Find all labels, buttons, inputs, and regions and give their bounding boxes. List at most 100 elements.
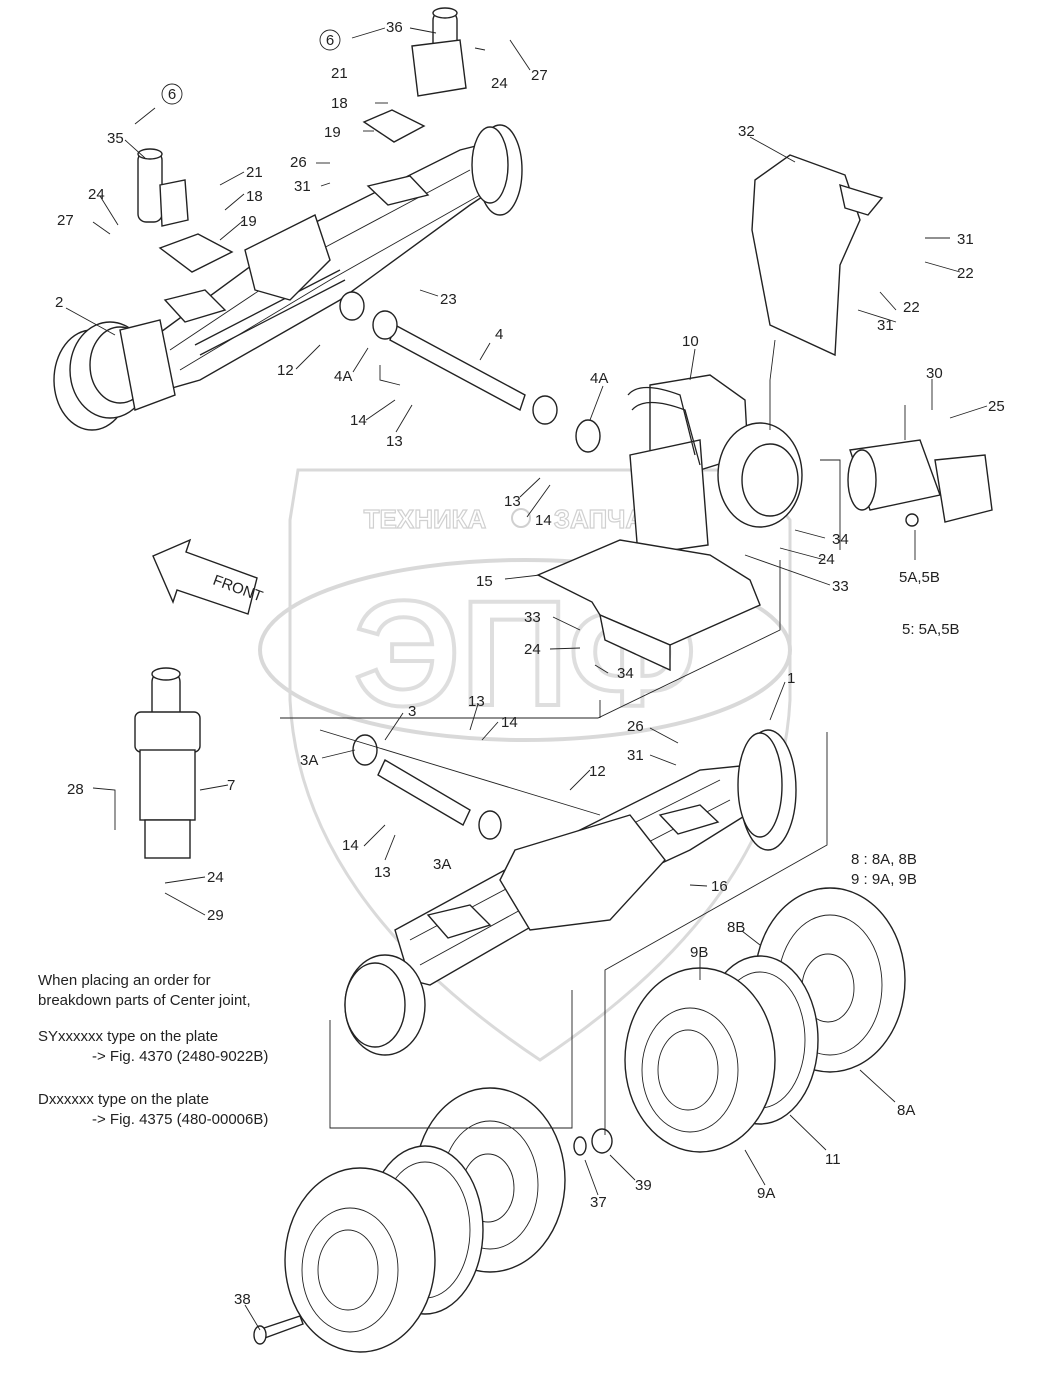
front-axle-assembly: [53, 124, 523, 431]
plate-19-left: [158, 233, 234, 273]
label-26-top: 26: [290, 154, 307, 171]
label-3: 3: [408, 703, 416, 720]
callout-6-left: 6: [161, 83, 183, 105]
steering-cylinder-35: [137, 148, 189, 227]
label-24-right: 24: [818, 551, 835, 568]
label-11: 11: [825, 1151, 841, 1168]
leader-lines: [65, 27, 988, 1331]
label-24-top: 24: [491, 75, 508, 92]
order-note-line1: When placing an order for: [38, 972, 211, 989]
label-39: 39: [635, 1177, 652, 1194]
order-note-line6: -> Fig. 4375 (480-00006B): [92, 1111, 269, 1128]
order-note-line5: Dxxxxxx type on the plate: [38, 1091, 209, 1108]
label-7: 7: [227, 777, 235, 794]
order-note-line4: -> Fig. 4370 (2480-9022B): [92, 1048, 269, 1065]
label-10: 10: [682, 333, 699, 350]
label-12-low: 12: [589, 763, 606, 780]
steering-cylinder-36: [411, 7, 467, 97]
wheel-set-left: [284, 1087, 566, 1353]
legend-9: 9 : 9A, 9B: [851, 871, 917, 888]
label-33-mid: 33: [524, 609, 541, 626]
label-18-top: 18: [331, 95, 348, 112]
label-31-right-b: 31: [877, 317, 894, 334]
label-27-top: 27: [531, 67, 548, 84]
transmission-10: [627, 374, 803, 556]
label-22-right-b: 22: [903, 299, 920, 316]
label-38: 38: [234, 1291, 251, 1308]
label-8b: 8B: [727, 919, 745, 936]
label-29: 29: [207, 907, 224, 924]
label-1: 1: [787, 670, 795, 687]
label-4: 4: [495, 326, 503, 343]
bracket-32: [751, 154, 884, 357]
guard-15-side: [599, 613, 671, 672]
washer-37: [573, 1136, 587, 1156]
watermark-brand-left: ТЕХНИКА: [364, 504, 487, 534]
label-14-low: 14: [501, 714, 518, 731]
watermark-ring: [258, 558, 792, 742]
label-3a-right: 3A: [433, 856, 451, 873]
label-24-mid: 24: [524, 641, 541, 658]
order-note-line3: SYxxxxxx type on the plate: [38, 1028, 219, 1045]
label-23: 23: [440, 291, 457, 308]
propshaft-4: [339, 291, 601, 453]
label-33-right: 33: [832, 578, 849, 595]
label-21-top: 21: [331, 65, 348, 82]
label-3a-left: 3A: [300, 752, 318, 769]
rear-axle-1: [344, 729, 797, 1056]
label-14-top: 14: [350, 412, 367, 429]
wheel-set-right: [624, 887, 906, 1153]
label-31-low: 31: [627, 747, 644, 764]
label-24-cj: 24: [207, 869, 224, 886]
label-21-left: 21: [246, 164, 263, 181]
label-2: 2: [55, 294, 63, 311]
label-15: 15: [476, 573, 493, 590]
label-35: 35: [107, 130, 124, 147]
label-26-low: 26: [627, 718, 644, 735]
label-34-mid: 34: [617, 665, 634, 682]
label-13-low: 13: [468, 693, 485, 710]
label-19-top: 19: [324, 124, 341, 141]
label-19-left: 19: [240, 213, 257, 230]
svg-text:6: 6: [168, 86, 176, 103]
label-13-top: 13: [386, 433, 403, 450]
label-9a: 9A: [757, 1185, 775, 1202]
label-36: 36: [386, 19, 403, 36]
label-24-left: 24: [88, 186, 105, 203]
label-27-left: 27: [57, 212, 74, 229]
label-4a-left: 4A: [334, 368, 352, 385]
label-4a-right: 4A: [590, 370, 608, 387]
label-30: 30: [926, 365, 943, 382]
label-31-right-a: 31: [957, 231, 974, 248]
label-31-top: 31: [294, 178, 311, 195]
label-32: 32: [738, 123, 755, 140]
front-direction-arrow: FRONT: [152, 538, 265, 615]
label-37: 37: [590, 1194, 607, 1211]
label-13-low2: 13: [374, 864, 391, 881]
label-8a: 8A: [897, 1102, 915, 1119]
label-25: 25: [988, 398, 1005, 415]
label-16: 16: [711, 878, 728, 895]
pump-5: [847, 439, 993, 527]
guard-15: [536, 539, 761, 646]
legend-8: 8 : 8A, 8B: [851, 851, 917, 868]
label-18-left: 18: [246, 188, 263, 205]
label-14-low2: 14: [342, 837, 359, 854]
label-28: 28: [67, 781, 84, 798]
order-note-line2: breakdown parts of Center joint,: [38, 992, 251, 1009]
plate-19-right: [362, 109, 426, 143]
label-13-mid: 13: [504, 493, 521, 510]
label-5ab: 5A,5B: [899, 569, 940, 586]
label-22-right-a: 22: [957, 265, 974, 282]
propshaft-3: [352, 734, 502, 840]
legend-5: 5: 5A,5B: [902, 621, 960, 638]
label-12-top: 12: [277, 362, 294, 379]
part-labels: 6 6 36 27 24 21 18 19 26 31 35 21 18 19 …: [55, 19, 1005, 1308]
center-joint-7: [134, 667, 201, 859]
label-34-right: 34: [832, 531, 849, 548]
watermark-gear-icon: [511, 508, 531, 528]
label-9b: 9B: [690, 944, 708, 961]
label-14-mid: 14: [535, 512, 552, 529]
